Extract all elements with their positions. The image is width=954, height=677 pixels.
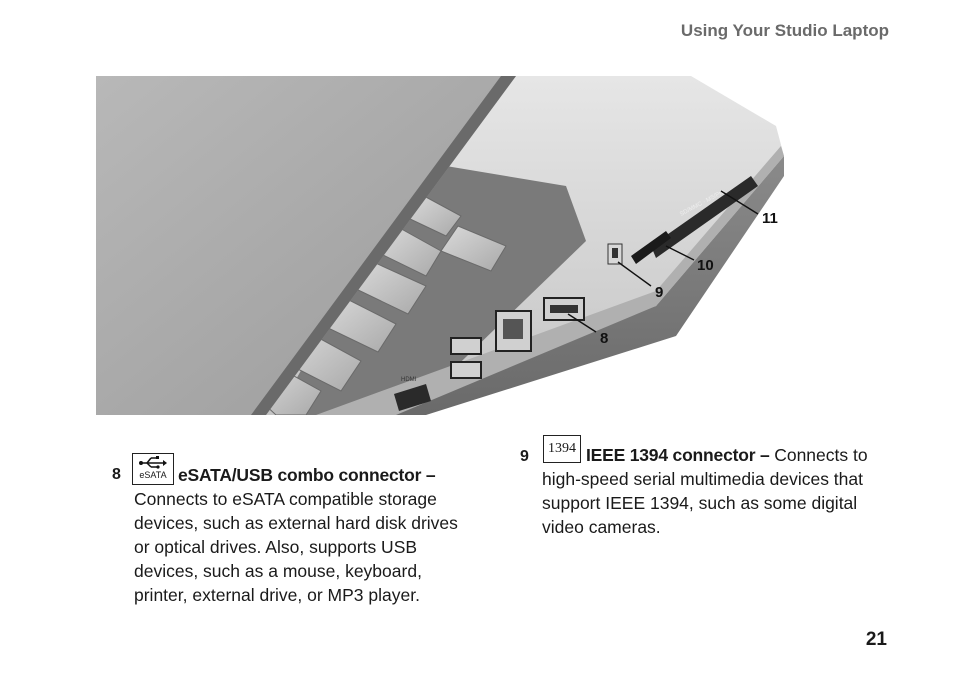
laptop-drawing: SD/MMC · MS/Pro HDMI — [96, 76, 784, 416]
item-desc-line: or optical drives. Also, supports USB — [134, 537, 418, 557]
item-desc-line: devices, such as a mouse, keyboard, — [134, 561, 422, 581]
item-dash: – — [755, 445, 775, 465]
item-desc-line: devices, such as external hard disk driv… — [134, 513, 458, 533]
card-reader-slot — [631, 231, 671, 264]
callout-line-11 — [720, 190, 759, 215]
laptop-lid — [96, 76, 516, 415]
running-header: Using Your Studio Laptop — [680, 21, 889, 40]
item-desc-line: support IEEE 1394, such as some digital — [542, 493, 858, 513]
expresscard-slot — [651, 176, 758, 258]
item-term: eSATA/USB combo connector — [178, 465, 422, 485]
hdmi-port — [394, 384, 431, 411]
ieee1394-icon-text: 1394 — [548, 441, 576, 456]
esata-icon-text: eSATA — [139, 470, 167, 480]
item-desc-line: Connects to — [774, 445, 868, 465]
laptop-side-panel — [326, 156, 784, 415]
page-number: 21 — [865, 629, 887, 650]
callout-9: 9 — [655, 284, 664, 301]
keyboard-recess — [276, 166, 586, 415]
callout-line-9 — [617, 261, 652, 287]
callout-lines — [567, 190, 759, 333]
item-term: IEEE 1394 connector — [586, 445, 756, 465]
callout-8: 8 — [600, 330, 609, 347]
key — [440, 225, 507, 272]
hdmi-label: HDMI — [401, 377, 417, 383]
esata-usb-icon: eSATA — [132, 453, 174, 485]
item-dash: – — [421, 465, 436, 485]
network-port-inner — [503, 319, 523, 339]
lid-edge — [251, 76, 516, 415]
item-desc-line: printer, external drive, or MP3 player. — [134, 585, 420, 605]
item-desc-line: Connects to eSATA compatible storage — [134, 489, 437, 509]
usb-port — [450, 361, 482, 379]
callout-line-10 — [665, 245, 695, 261]
callout-line-8 — [567, 313, 597, 333]
item-desc-line: video cameras. — [542, 517, 661, 537]
laptop-side-illustration: SD/MMC · MS/Pro HDMI — [96, 76, 784, 416]
item-number: 9 — [520, 448, 529, 465]
esata-usb-port-inner — [550, 305, 578, 313]
ieee1394-icon: 1394 — [543, 435, 581, 463]
callout-11: 11 — [762, 210, 778, 227]
item-desc-line: high-speed serial multimedia devices tha… — [542, 469, 863, 489]
usb-trident-icon — [139, 456, 167, 469]
item-number: 8 — [112, 466, 121, 483]
callout-10: 10 — [697, 257, 714, 274]
ieee1394-port-inner — [612, 248, 618, 258]
usb-port — [450, 337, 482, 355]
